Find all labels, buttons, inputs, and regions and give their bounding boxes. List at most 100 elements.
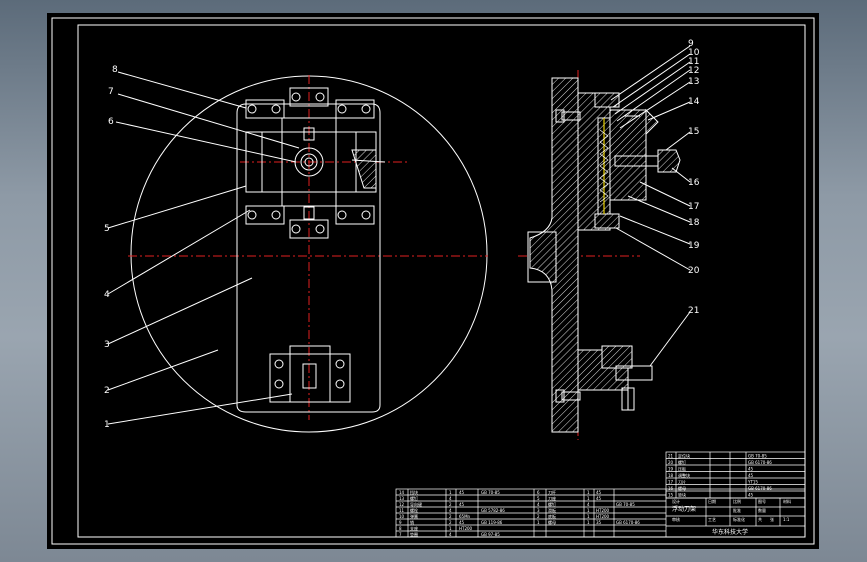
svg-text:16: 16 (668, 486, 674, 491)
drawing-sheet (47, 13, 819, 549)
svg-text:HT200: HT200 (459, 526, 473, 531)
part-label-14: 14 (688, 97, 700, 107)
svg-text:刀座: 刀座 (548, 495, 556, 501)
svg-text:挡块: 挡块 (410, 489, 418, 495)
svg-text:4: 4 (449, 508, 452, 513)
svg-text:审核: 审核 (672, 516, 680, 522)
title-block: 21 定位块 GB 70-85 20 螺钉 GB 6170-86 19 压板 4… (395, 451, 806, 538)
svg-text:4: 4 (449, 496, 452, 501)
part-label-11: 11 (688, 57, 699, 67)
svg-text:1: 1 (587, 490, 590, 495)
part-label-12: 12 (688, 66, 699, 76)
svg-text:45: 45 (459, 490, 465, 495)
svg-text:17: 17 (668, 480, 674, 485)
svg-text:材料: 材料 (783, 498, 791, 504)
svg-text:1: 1 (537, 520, 540, 525)
part-label-2: 2 (104, 386, 110, 396)
part-label-3: 3 (104, 340, 110, 350)
svg-text:螺钉: 螺钉 (548, 501, 556, 507)
svg-text:7: 7 (399, 532, 402, 537)
svg-text:45: 45 (459, 502, 465, 507)
svg-text:HT200: HT200 (596, 514, 610, 519)
part-label-13: 13 (688, 77, 699, 87)
svg-text:1: 1 (587, 514, 590, 519)
svg-text:GB 6170-86: GB 6170-86 (748, 486, 772, 491)
svg-text:2: 2 (449, 520, 452, 525)
part-label-9: 9 (688, 39, 694, 49)
svg-text:调整块: 调整块 (678, 472, 690, 478)
svg-text:螺栓: 螺栓 (410, 507, 418, 513)
svg-text:2: 2 (537, 514, 540, 519)
svg-text:5: 5 (537, 496, 540, 501)
svg-text:45: 45 (596, 490, 602, 495)
svg-text:支座: 支座 (410, 525, 418, 531)
front-view (128, 75, 488, 433)
svg-text:螺钉: 螺钉 (678, 459, 686, 465)
svg-text:45: 45 (748, 467, 754, 472)
svg-text:10: 10 (399, 514, 405, 519)
part-label-5: 5 (104, 224, 110, 234)
svg-text:9: 9 (399, 520, 402, 525)
svg-text:65Mn: 65Mn (459, 514, 471, 519)
part-label-15: 15 (688, 127, 699, 137)
svg-text:11: 11 (399, 508, 405, 513)
svg-text:GB 97-85: GB 97-85 (481, 532, 500, 537)
svg-text:工艺: 工艺 (708, 517, 716, 522)
svg-text:底板: 底板 (548, 513, 556, 519)
company-name: 华东科技大学 (712, 528, 748, 536)
drawing-title: 浮动刀架 (672, 505, 696, 513)
svg-text:15: 15 (668, 493, 674, 498)
svg-text:销: 销 (410, 519, 414, 525)
leader-lines (107, 45, 691, 425)
svg-text:日期: 日期 (708, 498, 716, 504)
svg-text:1: 1 (587, 496, 590, 501)
svg-text:1:1: 1:1 (783, 517, 790, 522)
svg-text:8: 8 (399, 526, 402, 531)
svg-text:12: 12 (399, 502, 405, 507)
side-view (518, 70, 681, 440)
svg-text:6: 6 (537, 490, 540, 495)
svg-text:定位块: 定位块 (678, 453, 690, 459)
svg-text:13: 13 (399, 496, 405, 501)
svg-text:压板: 压板 (678, 466, 686, 472)
svg-text:GB 5782-86: GB 5782-86 (481, 508, 505, 513)
part-label-20: 20 (688, 266, 700, 276)
svg-text:21: 21 (668, 454, 674, 459)
svg-text:18: 18 (668, 473, 674, 478)
svg-text:设计: 设计 (672, 498, 680, 504)
svg-text:弹簧: 弹簧 (410, 513, 418, 519)
svg-text:GB 119-86: GB 119-86 (481, 520, 503, 525)
svg-text:共: 共 (758, 516, 762, 522)
svg-text:GB 6170-86: GB 6170-86 (748, 460, 772, 465)
part-label-1: 1 (104, 420, 110, 430)
svg-text:螺钉: 螺钉 (410, 495, 418, 501)
svg-text:20: 20 (668, 460, 674, 465)
part-label-17: 17 (688, 202, 699, 212)
svg-text:1: 1 (449, 526, 452, 531)
svg-text:GB 70-85: GB 70-85 (616, 502, 635, 507)
svg-text:垫圈: 垫圈 (410, 531, 418, 537)
svg-text:螺母: 螺母 (548, 519, 556, 525)
svg-text:2: 2 (449, 514, 452, 519)
svg-text:4: 4 (449, 532, 452, 537)
svg-text:1: 1 (587, 520, 590, 525)
part-number-labels: 5 4 3 2 1 8 7 6 9 10 11 12 13 14 15 16 1… (104, 39, 700, 430)
svg-text:2: 2 (449, 502, 452, 507)
svg-text:4: 4 (587, 502, 590, 507)
svg-text:HT200: HT200 (596, 508, 610, 513)
svg-text:螺母: 螺母 (678, 485, 686, 491)
svg-text:14: 14 (399, 490, 405, 495)
svg-text:数量: 数量 (758, 507, 766, 513)
svg-text:标准化: 标准化 (733, 516, 745, 522)
part-label-18: 18 (688, 218, 700, 228)
svg-text:GB 70-85: GB 70-85 (481, 490, 500, 495)
part-label-7: 7 (108, 87, 114, 97)
svg-text:刀杆: 刀杆 (548, 489, 556, 495)
svg-text:张: 张 (770, 516, 774, 522)
svg-text:GB 70-85: GB 70-85 (748, 454, 767, 459)
slide-plate (236, 103, 381, 413)
